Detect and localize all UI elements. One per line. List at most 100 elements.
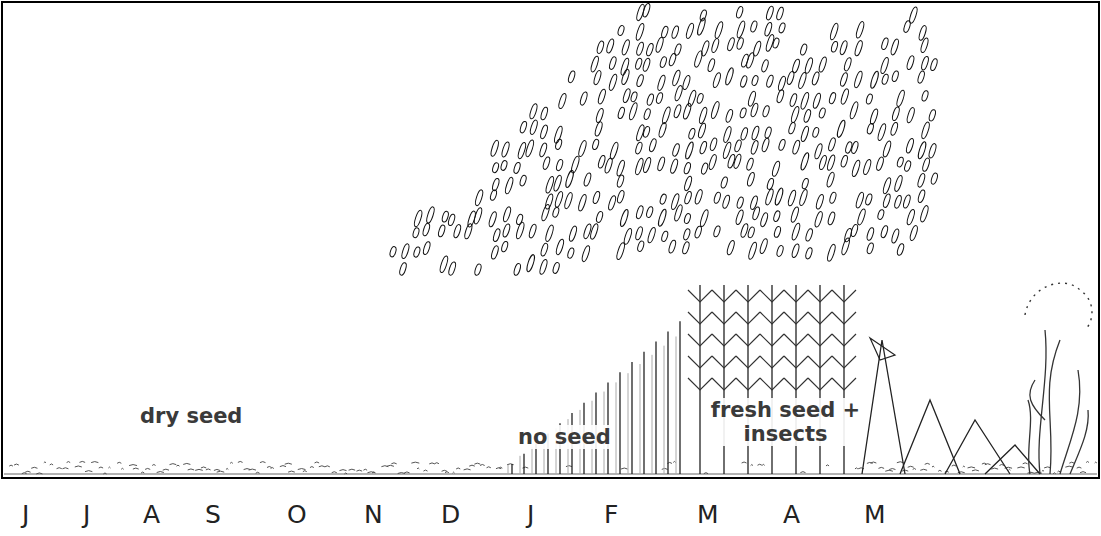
rain-drop — [699, 141, 708, 155]
gravel — [435, 463, 439, 464]
rain-drop — [474, 189, 484, 206]
rain-drop — [694, 189, 704, 205]
season-label: fresh seed + insects — [706, 398, 865, 446]
rain-drop — [413, 210, 423, 228]
rain-drop — [921, 90, 929, 102]
rain-drop — [399, 262, 408, 276]
rain-drop — [865, 93, 873, 104]
gravel — [391, 463, 396, 464]
rain-drop — [909, 225, 919, 241]
rain-drop — [740, 127, 749, 141]
rain-drop — [722, 195, 731, 209]
rain-drop — [804, 57, 814, 74]
rain-drop — [577, 194, 587, 212]
rain-drop — [552, 262, 560, 274]
rain-drop — [698, 107, 708, 125]
rain-drop — [513, 162, 521, 174]
gravel — [298, 469, 306, 470]
rain-drop — [525, 139, 535, 157]
rain-drop — [648, 138, 657, 152]
gravel — [79, 461, 85, 462]
gravel — [662, 468, 668, 469]
rain-drop — [700, 162, 708, 174]
rain-drop — [855, 192, 865, 209]
grass-stalk — [652, 342, 656, 474]
rain-drop — [596, 40, 605, 54]
dry-stalk — [945, 420, 1010, 474]
rain-drop — [595, 211, 603, 223]
gravel — [762, 464, 764, 465]
gravel — [758, 464, 762, 465]
month-label: F — [604, 501, 618, 530]
gravel — [57, 468, 62, 469]
rain-drop — [818, 107, 826, 118]
rain-drop — [554, 191, 564, 208]
gravel — [411, 462, 419, 463]
gravel — [85, 471, 92, 472]
rain-drop — [500, 160, 508, 171]
rain-drop — [789, 93, 798, 107]
gravel — [1017, 467, 1024, 468]
rain-drop — [504, 177, 514, 195]
gravel — [871, 462, 877, 463]
gravel — [285, 463, 292, 464]
rain-drop — [597, 89, 607, 105]
rain-drop — [726, 37, 735, 51]
grass-stalk — [628, 362, 632, 474]
gravel — [367, 472, 375, 473]
rain-drop — [766, 74, 775, 87]
rain-drop — [453, 224, 462, 239]
gravel — [170, 464, 177, 465]
gravel — [499, 467, 503, 468]
rain-drop — [616, 160, 626, 177]
gravel — [230, 462, 233, 463]
rain-drop — [787, 189, 797, 206]
rain-drop — [657, 208, 667, 227]
gravel — [226, 468, 228, 469]
rain-drop — [880, 57, 890, 75]
rain-drop — [917, 70, 926, 83]
gravel — [855, 468, 858, 469]
rain-drop — [712, 72, 722, 88]
rain-drop — [608, 73, 618, 91]
dry-stalk — [985, 445, 1040, 474]
gravel — [176, 465, 179, 466]
rain-drop — [661, 230, 669, 242]
rain-drop — [389, 246, 397, 258]
rain-drop — [657, 156, 666, 171]
rain-drop — [811, 71, 820, 85]
rain-drop — [805, 228, 814, 242]
rain-drop — [682, 103, 692, 120]
rain-drop — [655, 92, 663, 104]
rain-drop — [425, 206, 435, 224]
rain-drop — [839, 72, 848, 87]
rain-drop — [866, 227, 875, 241]
gravel — [1086, 461, 1089, 462]
rain-drop — [829, 23, 839, 41]
gravel — [67, 462, 71, 463]
rain-drop — [545, 176, 555, 194]
gravel — [938, 470, 941, 471]
rain-drop — [661, 106, 671, 124]
gravel — [445, 472, 449, 473]
rain-drop — [636, 74, 645, 87]
rain-drop — [710, 101, 720, 119]
rain-drop — [797, 72, 807, 90]
rain-drop — [896, 243, 905, 256]
rain-drop — [827, 211, 836, 225]
rain-drop — [890, 38, 900, 55]
gravel — [183, 463, 190, 464]
rain-drop — [616, 190, 625, 204]
rain-drop — [555, 138, 563, 150]
gravel — [349, 469, 356, 470]
rain-drop — [791, 222, 801, 240]
rain-drop — [920, 121, 930, 139]
gravel — [91, 462, 98, 463]
rain-drop — [594, 121, 604, 137]
month-label: M — [864, 501, 886, 530]
rain-drop — [539, 142, 548, 157]
bush-leaf — [1028, 400, 1031, 474]
rain-drop — [735, 6, 744, 19]
